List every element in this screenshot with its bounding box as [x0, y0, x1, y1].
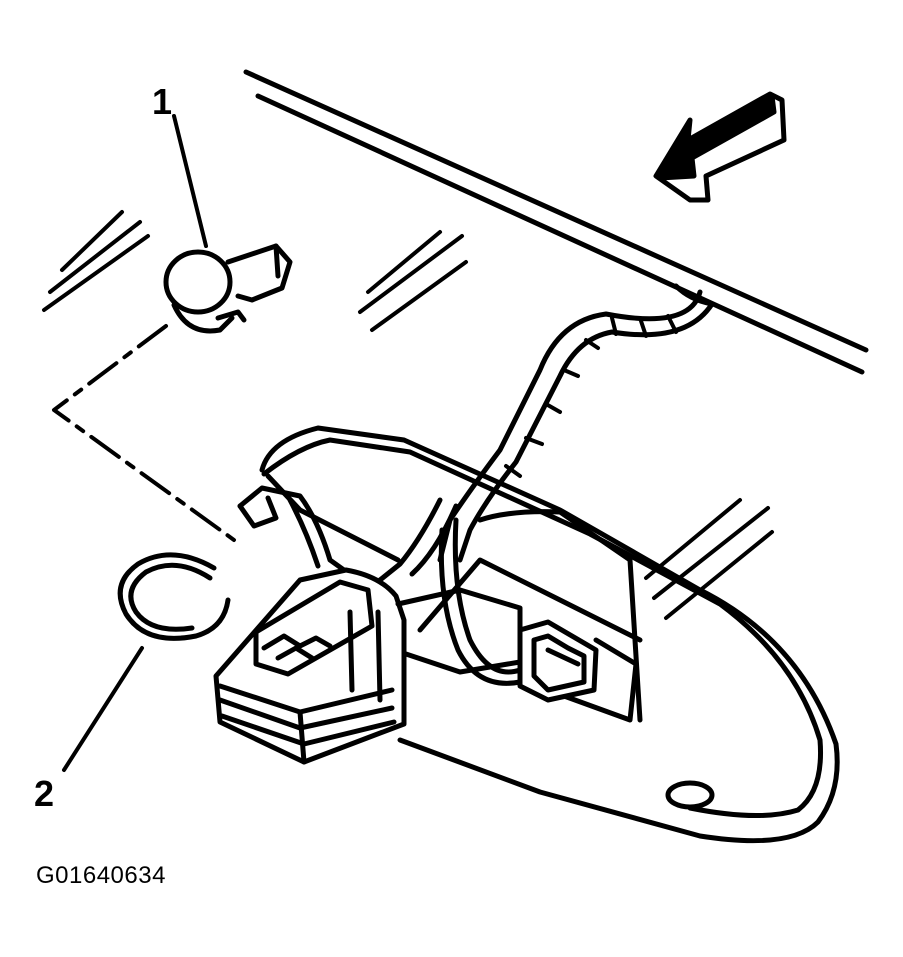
mirror-module	[213, 567, 407, 765]
forward-arrow-icon	[653, 91, 787, 203]
callout-2-leader	[62, 646, 144, 772]
wiring-harness	[377, 283, 715, 686]
glass-hatch-left	[42, 210, 150, 312]
sensor-connector	[237, 485, 347, 573]
mirror-connector	[517, 619, 599, 703]
windshield-edge	[243, 69, 869, 375]
gasket-ring	[117, 552, 231, 641]
callout-1-leader	[172, 114, 208, 248]
figure-id: G01640634	[36, 862, 166, 889]
glass-hatch-right	[644, 498, 774, 620]
sensor-cover	[163, 243, 293, 334]
callout-1-label: 1	[152, 81, 173, 122]
alignment-lines	[52, 324, 236, 542]
glass-hatch-center	[358, 230, 468, 332]
callout-2-label: 2	[34, 773, 55, 814]
mirror-mount-arm	[395, 587, 639, 723]
mirror-housing	[259, 425, 840, 844]
